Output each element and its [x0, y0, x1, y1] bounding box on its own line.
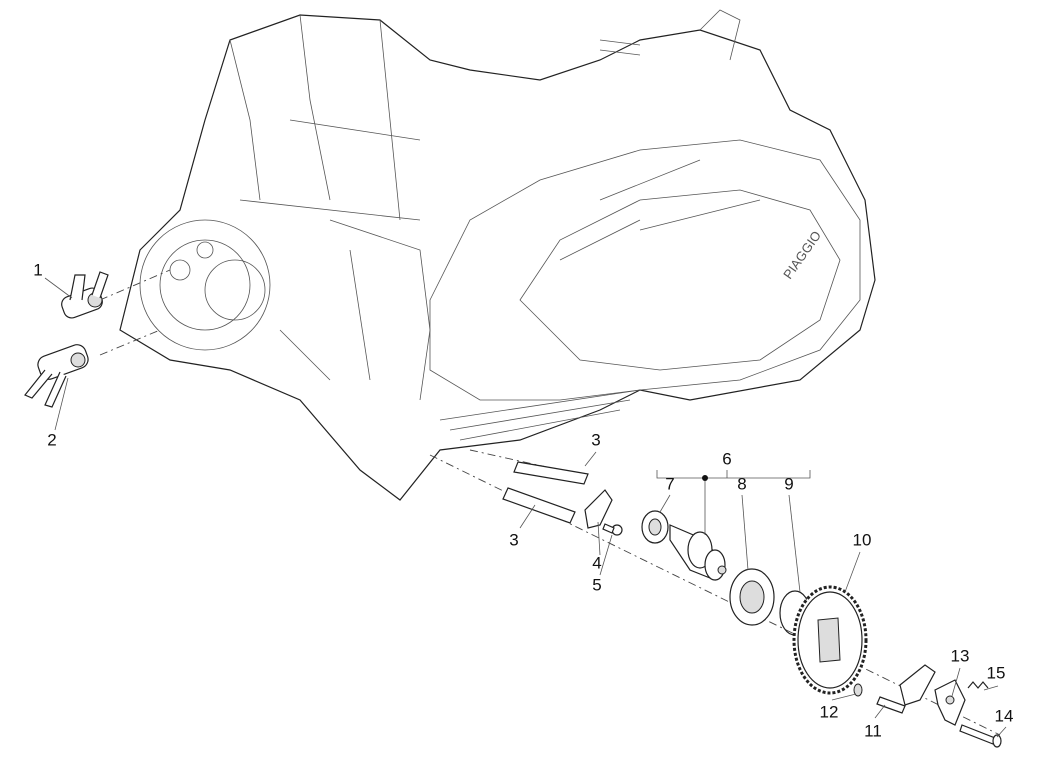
- callout-14: 14: [994, 706, 1014, 726]
- sprocket-10: [792, 585, 868, 695]
- callout-9: 9: [784, 474, 794, 494]
- rocker-arm-2: [24, 344, 89, 408]
- callout-7: 7: [665, 474, 675, 494]
- callout-13: 13: [950, 646, 970, 666]
- decompressor-weight: [899, 664, 936, 706]
- bearing-7: [641, 510, 669, 544]
- callout-1: 1: [33, 260, 43, 280]
- callout-4: 4: [592, 553, 602, 573]
- rocker-arm-1: [61, 271, 109, 319]
- rocker-shaft-upper: [513, 461, 589, 485]
- callout-2: 2: [47, 430, 57, 450]
- engine-assembly: PIAGGIO: [119, 9, 876, 501]
- callout-10: 10: [852, 530, 872, 550]
- callout-12: 12: [819, 702, 839, 722]
- callout-8: 8: [737, 474, 747, 494]
- bolt-14: [959, 724, 1002, 748]
- engine-logo: PIAGGIO: [780, 228, 824, 282]
- retaining-plate-4: [584, 489, 613, 529]
- key-12: [853, 683, 863, 697]
- callout-3b: 3: [509, 530, 519, 550]
- camshaft: [669, 524, 727, 581]
- callout-5: 5: [592, 575, 602, 595]
- screw-5: [602, 523, 623, 536]
- callout-15: 15: [986, 663, 1006, 683]
- callout-3a: 3: [591, 430, 601, 450]
- callout-6: 6: [722, 449, 732, 469]
- spring-15: [967, 681, 989, 689]
- callout-11: 11: [864, 721, 882, 741]
- bearing-8: [729, 568, 775, 626]
- rocker-shaft-lower: [502, 487, 576, 524]
- pin-11: [876, 696, 906, 714]
- leader-lines: [44, 277, 1007, 738]
- bracket-13: [934, 679, 966, 726]
